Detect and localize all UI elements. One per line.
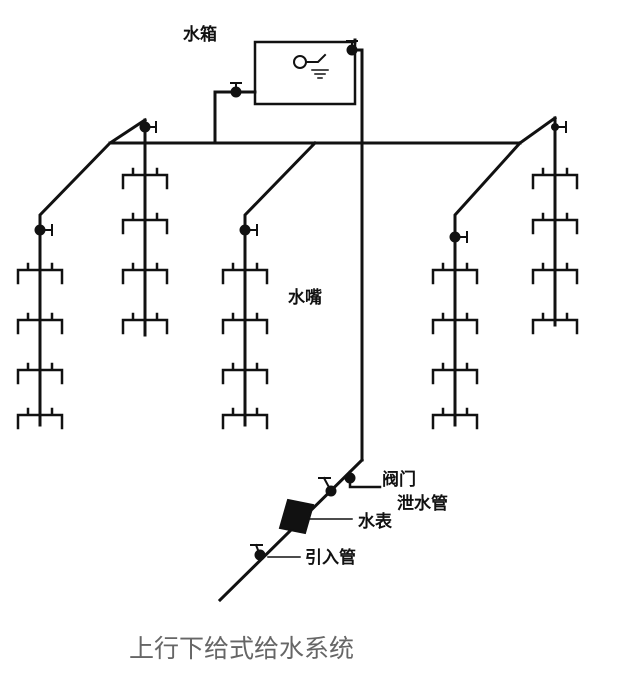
faucet-pair <box>121 262 169 285</box>
float-valve-icon <box>293 55 307 69</box>
water-meter-label: 水表 <box>358 511 393 532</box>
faucet-pair <box>221 262 269 285</box>
faucet-pair <box>431 262 479 285</box>
water-level-mark <box>311 69 329 79</box>
faucet-label: 水嘴 <box>288 287 322 308</box>
faucet-pair <box>531 167 579 190</box>
faucet-pair <box>16 407 64 430</box>
tank-label: 水箱 <box>183 24 217 45</box>
tank-outlet-valve-handle <box>230 82 242 93</box>
faucet-pair <box>531 312 579 335</box>
valve-label: 阀门 <box>382 469 416 490</box>
tank-outlet-pipe <box>213 90 257 145</box>
branch-right2-diagonal <box>517 115 558 327</box>
branch-valves <box>34 121 567 243</box>
faucet-pair <box>16 312 64 335</box>
faucet-pair <box>221 407 269 430</box>
faucet-pair <box>431 407 479 430</box>
faucet-pair <box>121 212 169 235</box>
water-tank <box>253 40 357 106</box>
branch-mid-diagonal <box>243 140 318 427</box>
diagram-caption: 上行下给式给水系统 <box>129 634 354 663</box>
inlet-pipe-label: 引入管 <box>305 547 356 568</box>
faucet-pair <box>121 312 169 335</box>
faucet-pair <box>221 362 269 385</box>
float-arm <box>305 53 327 63</box>
pipe-network <box>16 38 579 603</box>
faucet-pair <box>531 262 579 285</box>
tank-inlet-valve-handle <box>346 40 358 51</box>
faucet-pair <box>431 362 479 385</box>
inlet-valve-icon <box>250 543 266 561</box>
faucet-pair <box>16 262 64 285</box>
drain-valve-icon <box>344 472 356 484</box>
faucet-pair <box>431 312 479 335</box>
gate-valve-icon <box>318 476 337 497</box>
faucet-pair <box>121 167 169 190</box>
faucet-pair <box>221 312 269 335</box>
faucet-pair <box>16 362 64 385</box>
branch-left-diagonal <box>38 117 148 427</box>
water-meter-icon <box>278 498 315 535</box>
drain-pipe-label: 泄水管 <box>397 493 448 514</box>
branch-right-diagonal <box>453 140 523 427</box>
faucet-group <box>16 167 579 430</box>
faucet-pair <box>531 212 579 235</box>
